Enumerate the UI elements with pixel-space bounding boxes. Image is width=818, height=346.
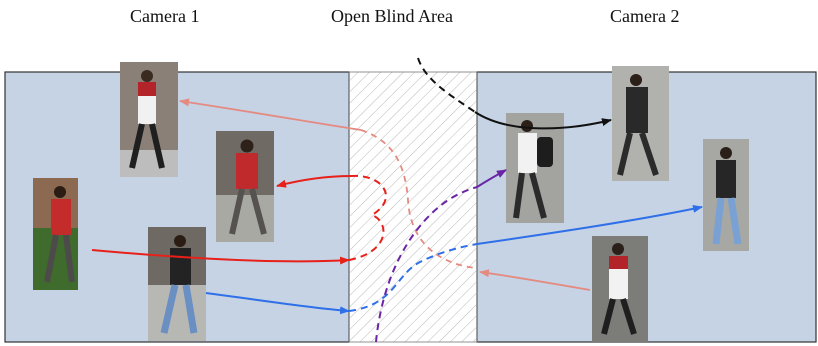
person-black-jacket-jeans-cam2 xyxy=(703,139,749,251)
blue-path-to-cam2 xyxy=(476,204,703,245)
black-path-arrow xyxy=(474,111,612,130)
person-black-jacket-jeans-cam1 xyxy=(148,227,206,341)
camera-2-label: Camera 2 xyxy=(610,6,680,26)
black-path-dashed xyxy=(417,57,476,113)
person-backpack-walker-cam2 xyxy=(506,113,564,223)
blue-path-dashed xyxy=(348,243,478,312)
purple-path-to-cam2 xyxy=(476,169,507,188)
person-dark-coat-cam2 xyxy=(612,66,669,181)
red-path-dashed xyxy=(348,174,387,261)
red-path-to-cam1 xyxy=(276,175,353,188)
camera-1-label: Camera 1 xyxy=(130,6,200,26)
pink-path-to-cam1 xyxy=(179,98,362,131)
person-white-red-shirt-cam2 xyxy=(592,236,648,342)
person-red-shirt-cam1 xyxy=(216,131,274,242)
pink-path-from-cam2 xyxy=(479,269,591,291)
person-red-shirt-background-cam1 xyxy=(33,178,78,290)
pink-path-dashed xyxy=(360,129,476,269)
blind-area-label: Open Blind Area xyxy=(331,6,453,26)
blue-path-solid xyxy=(205,292,350,315)
person-white-red-shirt-cam1 xyxy=(120,62,178,177)
red-path-solid xyxy=(91,249,350,265)
blind-area xyxy=(348,71,478,343)
